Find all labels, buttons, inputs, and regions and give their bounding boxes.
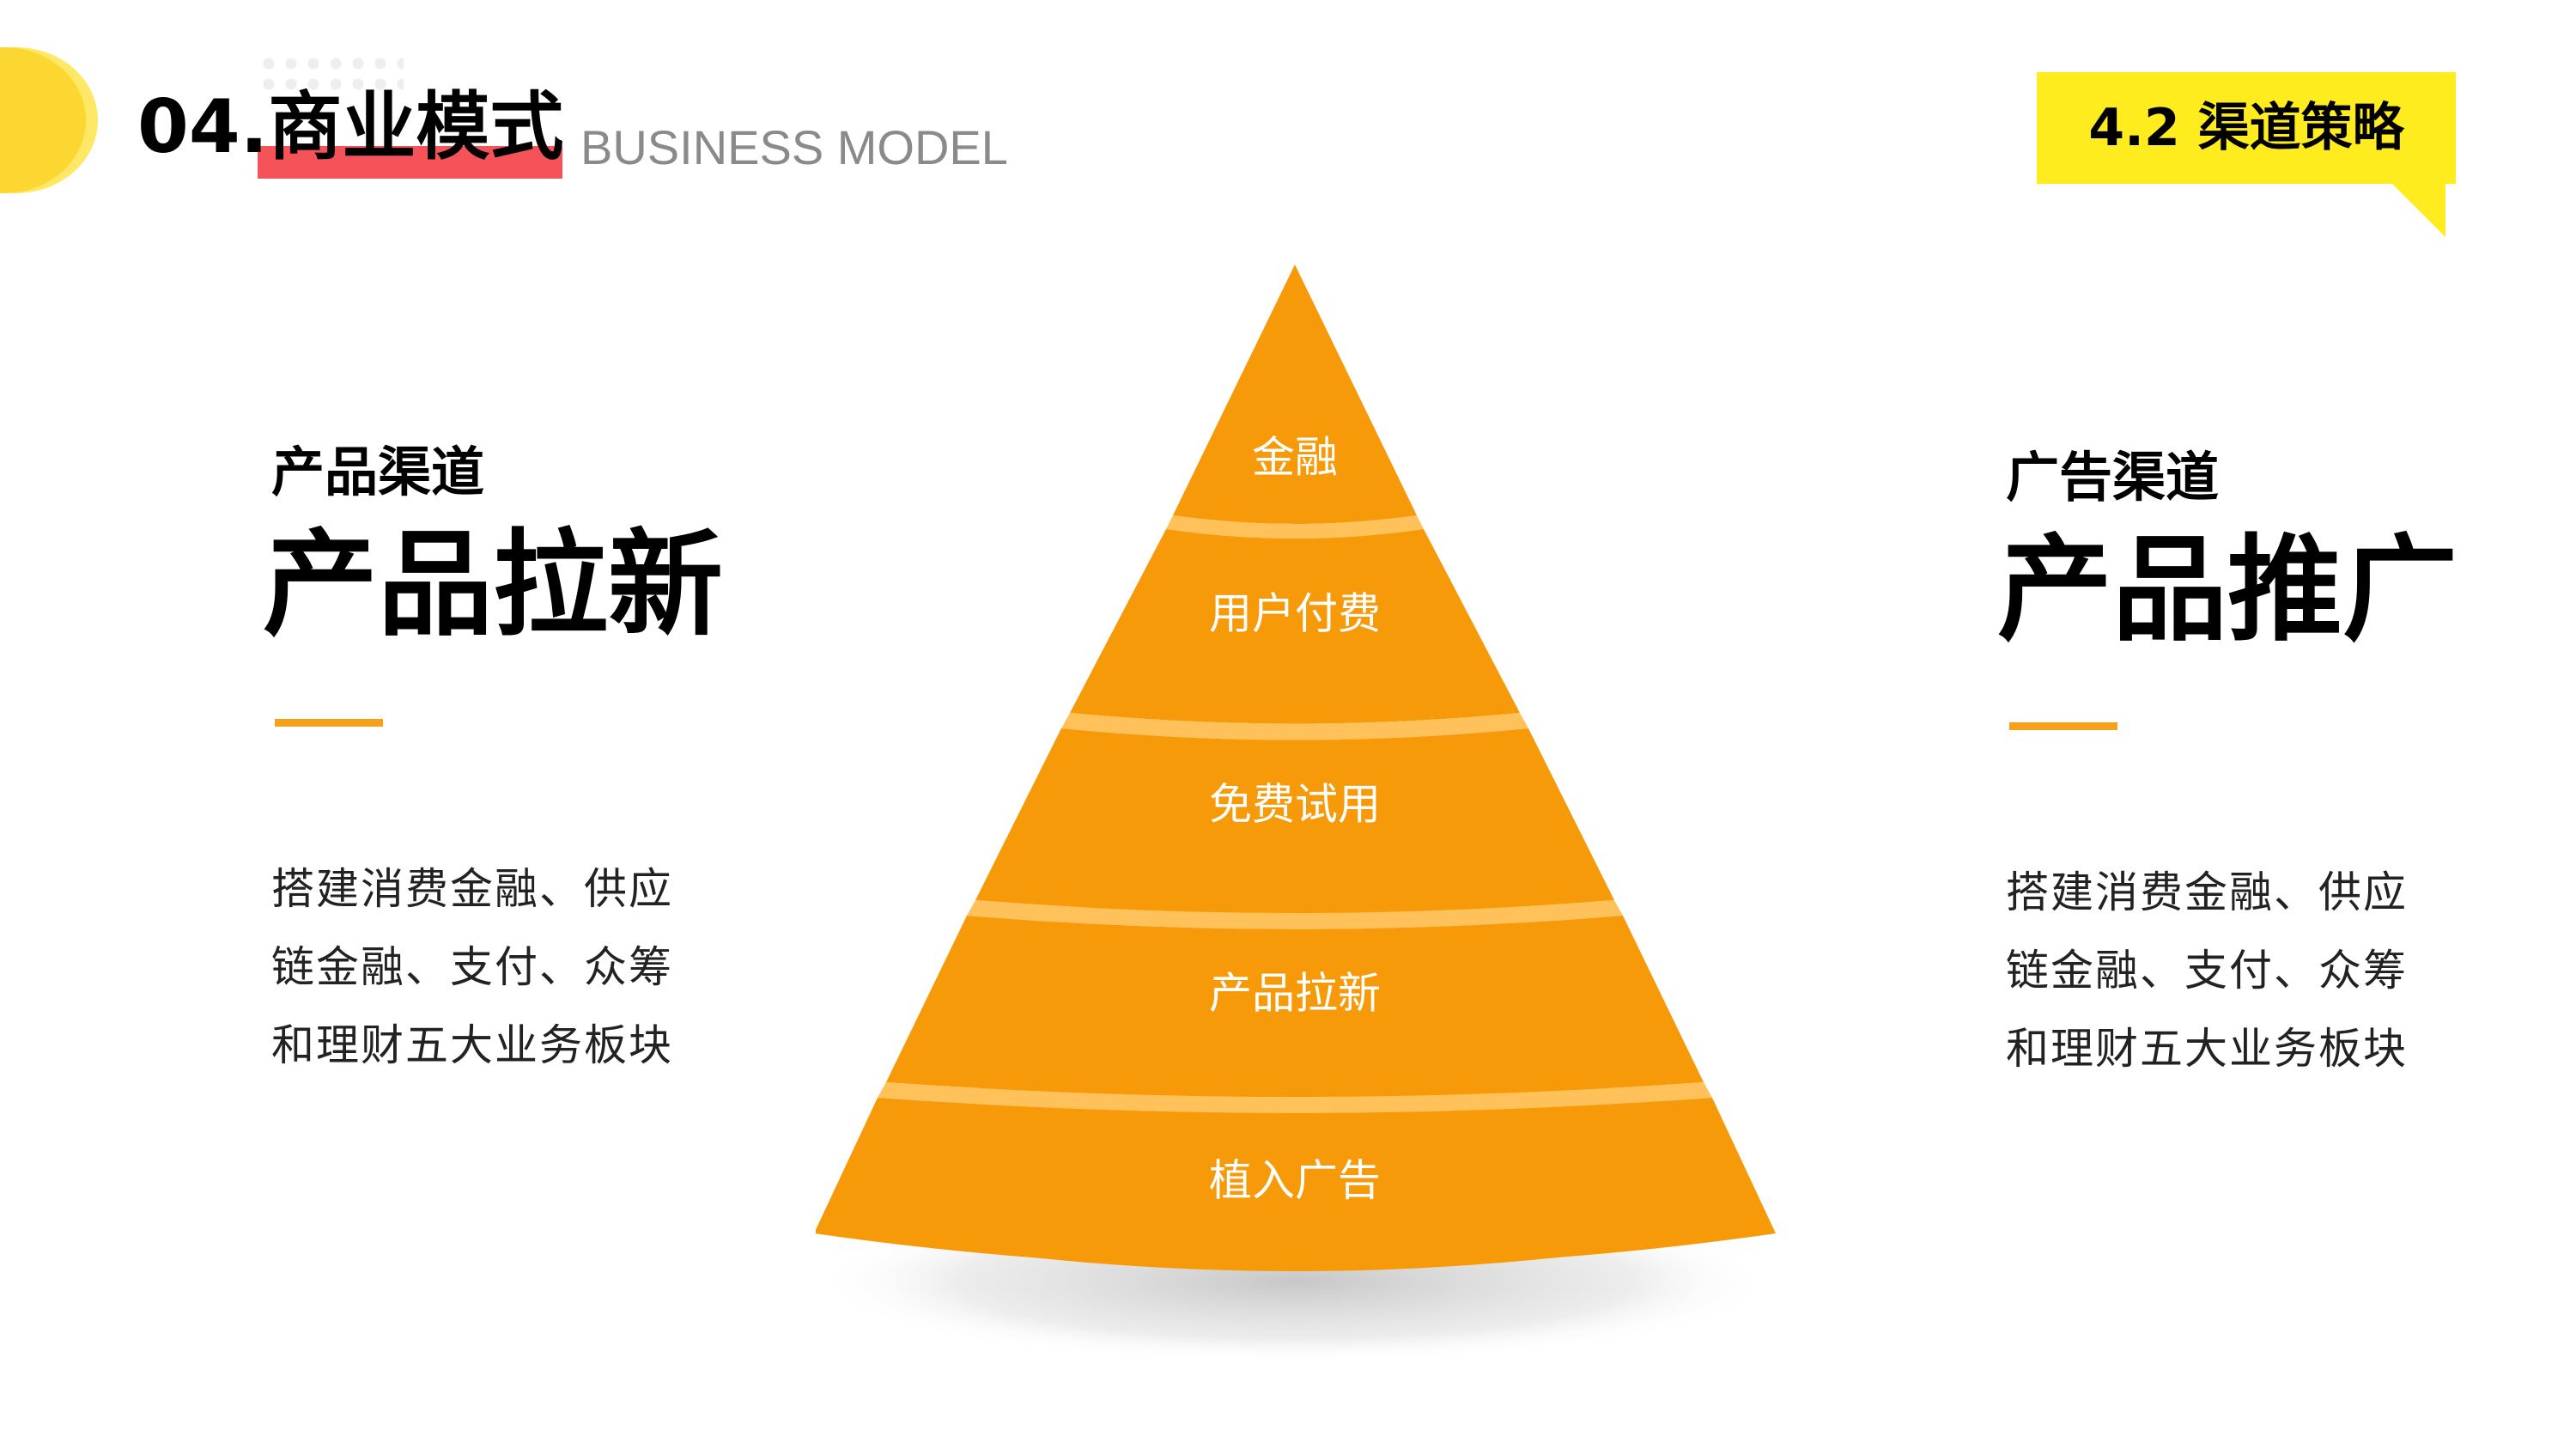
pyramid-separator (878, 1082, 1712, 1113)
left-description-line: 链金融、支付、众筹 (271, 942, 673, 992)
pyramid-separator (967, 900, 1623, 929)
right-subtitle: 广告渠道 (2006, 446, 2220, 508)
dot-grid-decoration (258, 53, 404, 92)
page-title-number: 04. (137, 84, 269, 170)
right-description-line: 链金融、支付、众筹 (2006, 946, 2408, 995)
pyramid-label-4: 产品拉新 (1209, 969, 1381, 1019)
pyramid-layer-5-body (816, 1098, 1776, 1268)
pyramid-label-top: 金融 (1252, 433, 1338, 483)
left-description: 搭建消费金融、供应 链金融、支付、众筹 和理财五大业务板块 (271, 850, 718, 1085)
left-title: 产品拉新 (263, 518, 724, 652)
section-tag (2037, 72, 2456, 184)
left-description-line: 搭建消费金融、供应 (271, 864, 673, 914)
corner-decoration-circle (0, 47, 86, 193)
pyramid-separator (1061, 713, 1528, 740)
pyramid-layers: 用户付费 免费试用 产品拉新 植入广告 (816, 529, 1776, 1268)
left-description-line: 和理财五大业务板块 (271, 1020, 673, 1070)
pyramid-layer-3-body (975, 728, 1614, 913)
pyramid-layer-top (1173, 265, 1417, 524)
right-description-line: 搭建消费金融、供应 (2006, 868, 2408, 917)
right-description-line: 和理财五大业务板块 (2006, 1024, 2408, 1074)
left-divider (275, 719, 383, 727)
section-tag-label: 4.2 渠道策略 (2088, 98, 2404, 158)
pyramid-label-2: 用户付费 (1209, 589, 1381, 639)
pyramid-layer-4-body (886, 916, 1704, 1097)
page-subtitle: BUSINESS MODEL (580, 120, 1008, 174)
left-subtitle: 产品渠道 (271, 441, 485, 503)
page-title: 04.商业模式 (137, 84, 563, 170)
pyramid-label-3: 免费试用 (1209, 780, 1381, 830)
right-title: 产品推广 (1997, 523, 2458, 657)
pyramid-label-5: 植入广告 (1209, 1156, 1381, 1206)
right-divider (2009, 722, 2117, 730)
page-title-text: 商业模式 (268, 84, 564, 170)
pyramid-separator (1166, 515, 1424, 539)
right-description: 搭建消费金融、供应 链金融、支付、众筹 和理财五大业务板块 (2006, 854, 2452, 1088)
section-tag-tail (2391, 182, 2445, 237)
title-highlight-bar (258, 146, 562, 179)
pyramid-layer-2-body (1070, 529, 1520, 724)
